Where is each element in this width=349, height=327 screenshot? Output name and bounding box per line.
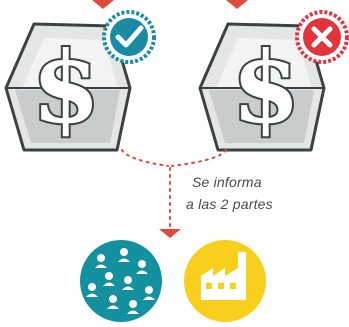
svg-text:$: $ bbox=[232, 31, 300, 146]
check-badge-icon bbox=[102, 10, 156, 64]
svg-text:$: $ bbox=[32, 31, 100, 146]
dotted-line-right bbox=[171, 149, 227, 167]
cross-badge-icon bbox=[295, 10, 349, 64]
people-network-icon bbox=[80, 240, 162, 322]
caption-line-2: a las 2 partes bbox=[186, 196, 273, 212]
arrow-tip-right bbox=[226, 0, 248, 9]
arrow-down bbox=[159, 229, 181, 238]
dollar-bill-icon-right: $ bbox=[198, 22, 326, 152]
dotted-line-left bbox=[121, 149, 169, 167]
factory-icon bbox=[184, 240, 266, 322]
arrow-tip-left bbox=[92, 0, 114, 9]
dollar-bill-icon-left: $ bbox=[4, 22, 132, 152]
caption-line-1: Se informa bbox=[192, 174, 262, 190]
